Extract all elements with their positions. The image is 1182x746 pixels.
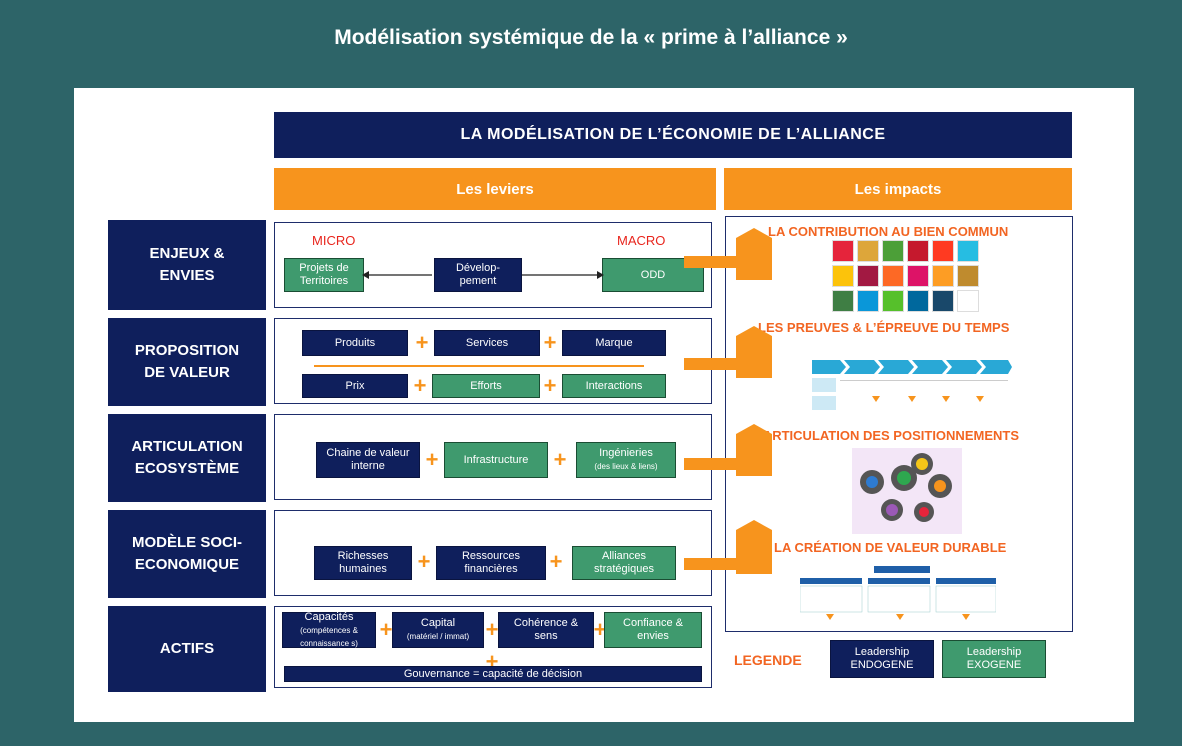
- legend-exogene: Leadership EXOGENE: [942, 640, 1046, 678]
- impact-heading-preuves: LES PREUVES & L’ÉPREUVE DU TEMPS: [758, 320, 1010, 335]
- legend-endogene-line1: Leadership: [854, 646, 910, 658]
- sdg-icons-grid: [832, 240, 982, 318]
- development-arrows: [362, 271, 604, 279]
- micro-label: MICRO: [312, 233, 356, 248]
- legend-title: LEGENDE: [734, 652, 802, 668]
- prix-box: Prix: [302, 374, 408, 398]
- impact-heading-creation-valeur: LA CRÉATION DE VALEUR DURABLE: [774, 540, 1007, 555]
- sdg-tile-icon: [957, 265, 979, 287]
- levers-header: Les leviers: [274, 168, 716, 210]
- row-label-line2: ENVIES: [159, 267, 215, 284]
- plus-sign: +: [593, 617, 607, 642]
- plus-sign: +: [425, 447, 439, 472]
- row-label-line1: MODÈLE SOCI-: [131, 534, 242, 551]
- row-label-line1: ARTICULATION: [131, 438, 243, 455]
- infrastructure-box: Infrastructure: [444, 442, 548, 478]
- confiance-box: Confiance & envies: [604, 612, 702, 648]
- row-label-line1: ACTIFS: [159, 640, 215, 657]
- gouvernance-box: Gouvernance = capacité de décision: [284, 666, 702, 682]
- produits-box: Produits: [302, 330, 408, 356]
- sdg-tile-icon: [832, 290, 854, 312]
- row-label-line1: PROPOSITION: [134, 342, 240, 359]
- diagram-panel: LA MODÉLISATION DE L’ÉCONOMIE DE L’ALLIA…: [74, 88, 1134, 722]
- plus-sign: +: [553, 447, 567, 472]
- plus-sign: +: [379, 617, 393, 642]
- impact-arrows: [684, 228, 772, 574]
- sdg-tile-icon: [907, 290, 929, 312]
- impact-heading-bien-commun: LA CONTRIBUTION AU BIEN COMMUN: [768, 224, 1009, 239]
- gears-illustration: [852, 448, 962, 534]
- sdg-tile-icon: [832, 240, 854, 262]
- sdg-tile-icon: [832, 265, 854, 287]
- capacites-sublabel: (compétences & connaissance s): [300, 625, 358, 648]
- row-label-line2: ECONOMIQUE: [134, 556, 240, 573]
- plus-sign: +: [543, 373, 557, 398]
- plus-sign: +: [543, 330, 557, 355]
- efforts-box: Efforts: [432, 374, 540, 398]
- legend-exogene-line2: EXOGENE: [966, 659, 1022, 671]
- services-box: Services: [434, 330, 540, 356]
- capacites-box: Capacités (compétences & connaissance s): [282, 610, 376, 648]
- legend-endogene: Leadership ENDOGENE: [830, 640, 934, 678]
- legend-exogene-line1: Leadership: [966, 646, 1022, 658]
- sdg-tile-icon: [882, 290, 904, 312]
- sdg-tile-icon: [907, 265, 929, 287]
- sdg-tile-icon: [932, 265, 954, 287]
- sdg-tile-icon: [882, 265, 904, 287]
- row-label-enjeux: ENJEUX & ENVIES: [108, 220, 266, 310]
- macro-label: MACRO: [617, 233, 666, 248]
- value-table-illustration: [800, 566, 996, 620]
- capacites-label: Capacités: [304, 610, 354, 623]
- row-label-articulation: ARTICULATION ECOSYSTÈME: [108, 414, 266, 502]
- ingenieries-sublabel: (des lieux & liens): [594, 462, 658, 471]
- diagram-banner: LA MODÉLISATION DE L’ÉCONOMIE DE L’ALLIA…: [274, 112, 1072, 158]
- capital-sublabel: (matériel / immat): [406, 632, 470, 641]
- interactions-box: Interactions: [562, 374, 666, 398]
- sdg-tile-icon: [932, 290, 954, 312]
- plus-sign: +: [415, 330, 429, 355]
- sdg-tile-icon: [957, 240, 979, 262]
- ingenieries-label: Ingénieries: [599, 447, 653, 459]
- sdg-tile-icon: [932, 240, 954, 262]
- impacts-header: Les impacts: [724, 168, 1072, 210]
- timeline-illustration: [812, 340, 1012, 418]
- row-label-actifs: ACTIFS: [108, 606, 266, 692]
- divider-line: [314, 365, 644, 367]
- alliances-box: Alliances stratégiques: [572, 546, 676, 580]
- impact-heading-articulation: L’ARTICULATION DES POSITIONNEMENTS: [752, 428, 1019, 443]
- chaine-valeur-box: Chaine de valeur interne: [316, 442, 420, 478]
- sdg-tile-icon: [857, 265, 879, 287]
- ressources-box: Ressources financières: [436, 546, 546, 580]
- capital-box: Capital (matériel / immat): [392, 612, 484, 648]
- row-label-modele: MODÈLE SOCI- ECONOMIQUE: [108, 510, 266, 598]
- page-title: Modélisation systémique de la « prime à …: [334, 26, 848, 49]
- sdg-tile-icon: [857, 290, 879, 312]
- plus-sign: +: [549, 549, 563, 574]
- sdg-tile-icon: [857, 240, 879, 262]
- plus-sign: +: [417, 549, 431, 574]
- sdg-tile-icon: [907, 240, 929, 262]
- sdg-tile-icon: [957, 290, 979, 312]
- legend-endogene-line2: ENDOGENE: [850, 659, 914, 671]
- plus-sign: +: [413, 373, 427, 398]
- sdg-tile-icon: [882, 240, 904, 262]
- developpement-box: Dévelop-pement: [434, 258, 522, 292]
- row-label-line1: ENJEUX &: [149, 245, 225, 262]
- row-label-line2: DE VALEUR: [144, 364, 230, 381]
- capital-label: Capital: [420, 617, 456, 629]
- row-label-line2: ECOSYSTÈME: [134, 460, 240, 477]
- row-label-proposition: PROPOSITION DE VALEUR: [108, 318, 266, 406]
- coherence-box: Cohérence & sens: [498, 612, 594, 648]
- plus-sign: +: [485, 617, 499, 642]
- marque-box: Marque: [562, 330, 666, 356]
- ingenieries-box: Ingénieries (des lieux & liens): [576, 442, 676, 478]
- richesses-box: Richesses humaines: [314, 546, 412, 580]
- projets-territoires-box: Projets de Territoires: [284, 258, 364, 292]
